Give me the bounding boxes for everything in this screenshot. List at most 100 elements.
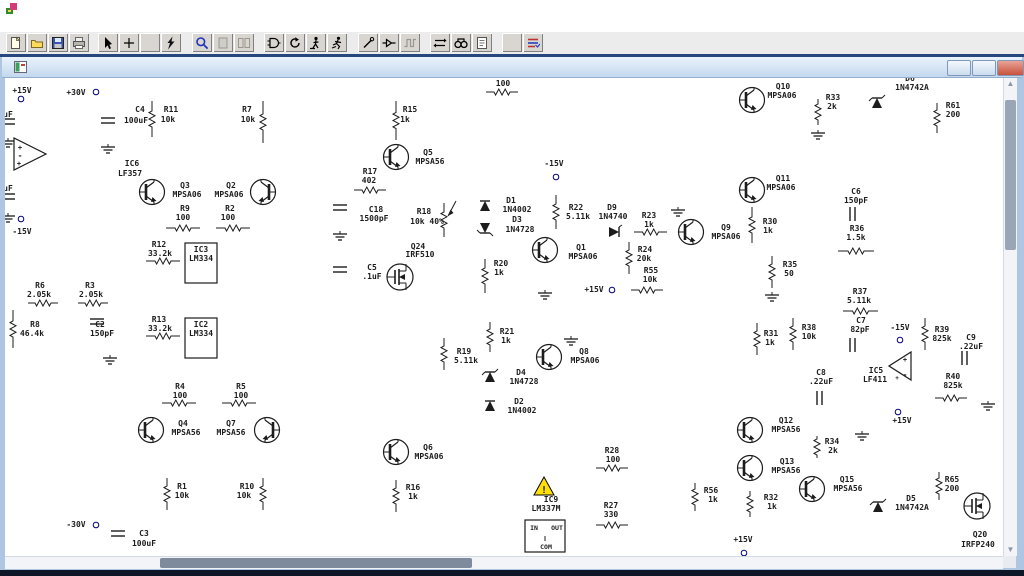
- resistor-R-100[interactable]: [486, 87, 518, 97]
- wire-tool-button[interactable]: [119, 33, 139, 52]
- resistor-R61[interactable]: [932, 103, 942, 133]
- resistor-R23[interactable]: [634, 227, 667, 237]
- terminal--30V[interactable]: [92, 521, 100, 529]
- vertical-scrollbar[interactable]: ▲ ▼: [1003, 78, 1017, 556]
- transistor-Q4[interactable]: [137, 416, 165, 444]
- terminal-+15V[interactable]: [740, 549, 748, 556]
- reset-button[interactable]: [285, 33, 305, 52]
- ic-box-IC2-LM334[interactable]: [184, 317, 218, 359]
- search-device-button[interactable]: [451, 33, 471, 52]
- step-simulation-button[interactable]: [306, 33, 326, 52]
- transistor-Q8[interactable]: [535, 343, 563, 371]
- resistor-R3[interactable]: [78, 298, 108, 308]
- schematic-canvas[interactable]: +15V2uF+30VC4100uFR1110kR710kIC6LF3571uF…: [5, 78, 1003, 556]
- probe-tool-button[interactable]: [358, 33, 378, 52]
- resistor-R16[interactable]: [391, 480, 401, 512]
- resistor-R36[interactable]: [838, 246, 874, 256]
- run-simulation-button[interactable]: [327, 33, 347, 52]
- terminal--15V[interactable]: [896, 336, 904, 344]
- transistor-Q10[interactable]: [738, 86, 766, 114]
- resistor-R10[interactable]: [258, 478, 268, 510]
- ground-symbol[interactable]: [333, 231, 347, 241]
- transistor-Q9[interactable]: [677, 218, 705, 246]
- notes-button[interactable]: [472, 33, 492, 52]
- transistor-Q13[interactable]: [736, 454, 764, 482]
- new-button[interactable]: [6, 33, 26, 52]
- opamp-IC5-LF411[interactable]: [887, 350, 912, 382]
- cursor-tool-button[interactable]: [98, 33, 118, 52]
- resistor-R12[interactable]: [146, 256, 180, 266]
- ground-symbol[interactable]: [855, 431, 869, 441]
- diode-D6[interactable]: [868, 94, 886, 108]
- resistor-R31[interactable]: [752, 323, 762, 355]
- capacitor-C8[interactable]: [816, 391, 823, 405]
- resistor-R8[interactable]: [8, 310, 18, 348]
- terminal--15V[interactable]: [552, 173, 560, 181]
- resistor-R17[interactable]: [354, 185, 386, 195]
- scroll-up-arrow[interactable]: ▲: [1006, 79, 1015, 88]
- doc-close-button[interactable]: [997, 60, 1024, 76]
- resistor-R30[interactable]: [747, 207, 757, 243]
- horizontal-scroll-thumb[interactable]: [160, 558, 472, 568]
- resistor-R37[interactable]: [843, 306, 878, 316]
- transistor-Q2[interactable]: [249, 178, 277, 206]
- resistor-R34[interactable]: [812, 436, 822, 458]
- scroll-down-arrow[interactable]: ▼: [1006, 545, 1015, 554]
- resistor-R6[interactable]: [28, 298, 58, 308]
- help-button[interactable]: [502, 33, 522, 52]
- resistor-R20[interactable]: [480, 259, 490, 293]
- simulation-setup-button[interactable]: [523, 33, 543, 52]
- capacitor-C-in2[interactable]: [5, 118, 15, 125]
- vertical-scroll-thumb[interactable]: [1005, 100, 1016, 250]
- resistor-R1[interactable]: [162, 478, 172, 510]
- capacitor-C-in1[interactable]: [5, 193, 15, 200]
- resistor-R39[interactable]: [920, 318, 930, 350]
- ground-symbol[interactable]: [5, 138, 15, 148]
- capacitor-C3[interactable]: [111, 530, 125, 537]
- resistor-R7[interactable]: [258, 101, 268, 143]
- capacitor-C18[interactable]: [333, 204, 347, 211]
- minimize-button[interactable]: [918, 0, 948, 17]
- diode-D3[interactable]: [476, 223, 494, 237]
- diode-D5[interactable]: [869, 498, 887, 512]
- ground-symbol[interactable]: [671, 207, 685, 217]
- transistor-Q3[interactable]: [138, 178, 166, 206]
- capacitor-C6[interactable]: [849, 207, 856, 221]
- ground-symbol[interactable]: [811, 130, 825, 140]
- resistor-R65[interactable]: [934, 472, 944, 500]
- device-params-button[interactable]: [430, 33, 450, 52]
- resistor-R2[interactable]: [216, 223, 250, 233]
- resistor-R13[interactable]: [146, 331, 180, 341]
- warning-triangle-icon[interactable]: [533, 475, 555, 496]
- ground-symbol[interactable]: [564, 336, 578, 346]
- resistor-R9[interactable]: [166, 223, 200, 233]
- ground-symbol[interactable]: [103, 355, 117, 365]
- transistor-Q15[interactable]: [798, 475, 826, 503]
- diode-D2[interactable]: [485, 400, 495, 411]
- mosfet-Q20-IRFP240[interactable]: [963, 492, 991, 520]
- potentiometer-R18[interactable]: [439, 200, 457, 237]
- resistor-R56[interactable]: [690, 483, 700, 511]
- digital-device-button[interactable]: [264, 33, 284, 52]
- resistor-R27[interactable]: [596, 520, 628, 530]
- diode-D4[interactable]: [481, 368, 499, 382]
- transistor-Q6[interactable]: [382, 438, 410, 466]
- resistor-R5[interactable]: [222, 398, 256, 408]
- capacitor-C7[interactable]: [849, 338, 856, 352]
- ic-box-IC9-LM337M[interactable]: [524, 519, 566, 553]
- resistor-R21[interactable]: [485, 322, 495, 352]
- diode-D1[interactable]: [480, 200, 490, 211]
- resistor-R40[interactable]: [935, 393, 967, 403]
- ground-symbol[interactable]: [765, 292, 779, 302]
- ground-symbol[interactable]: [981, 401, 995, 411]
- multimeter-button[interactable]: [379, 33, 399, 52]
- transistor-Q11[interactable]: [738, 176, 766, 204]
- resistor-R35[interactable]: [767, 256, 777, 288]
- doc-minimize-button[interactable]: [947, 60, 971, 76]
- terminal-+30V[interactable]: [92, 88, 100, 96]
- ground-symbol[interactable]: [101, 144, 115, 154]
- resistor-R24[interactable]: [624, 242, 634, 274]
- resistor-R32[interactable]: [745, 491, 755, 517]
- print-button[interactable]: [69, 33, 89, 52]
- resistor-R38[interactable]: [788, 318, 798, 350]
